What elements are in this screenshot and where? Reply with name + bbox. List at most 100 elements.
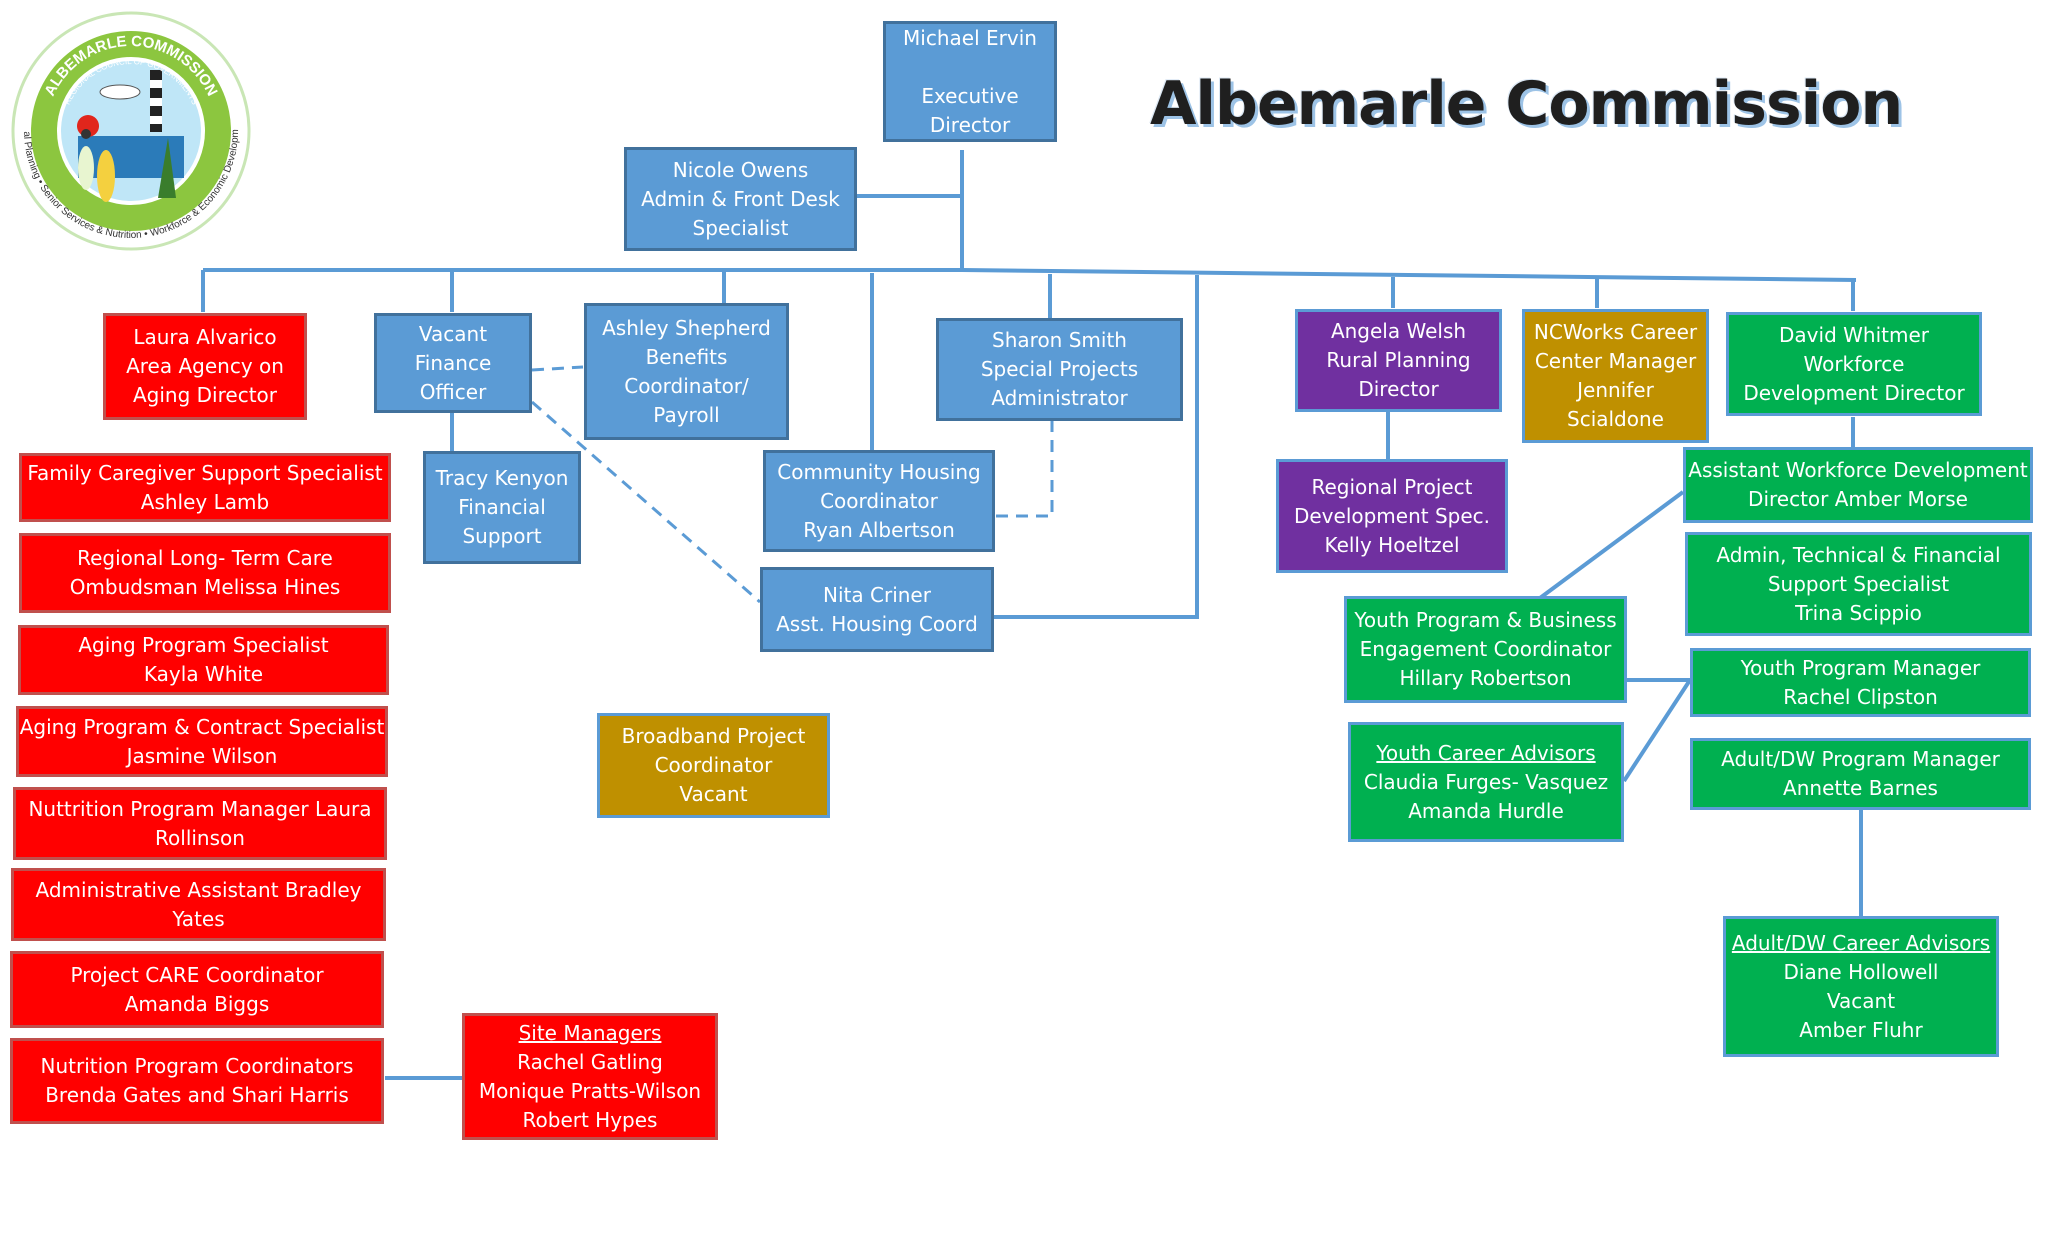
node-text-line: Regional Project (1311, 474, 1473, 499)
node-text-line: Amber Fluhr (1799, 1017, 1923, 1042)
node-text-line: Director (929, 112, 1011, 137)
corn-icon (97, 150, 115, 202)
node-text-line: Kayla White (143, 662, 264, 686)
node-text-line: Nuttrition Program Manager Laura (28, 796, 372, 821)
albemarle-commission-logo: ALBEMARLE COMMISSION REGIONAL COUNCIL OF… (8, 8, 251, 251)
node-text-line: Claudia Furges- Vasquez (1363, 769, 1609, 794)
node-text-line: Robert Hypes (522, 1107, 658, 1132)
node-text-line: Scialdone (1567, 407, 1664, 431)
node-heading: Adult/DW Career Advisors (1731, 930, 1991, 955)
node-text-line: Rural Planning (1326, 348, 1471, 372)
node-text-line: Community Housing (777, 459, 981, 484)
node-text-line: Ashley Shepherd (602, 315, 771, 340)
node-text-line: Admin & Front Desk (641, 186, 840, 211)
node-text-line: Sharon Smith (992, 328, 1127, 352)
node-text-line: Ryan Albertson (803, 517, 955, 542)
node-text-line: Amanda Biggs (124, 991, 270, 1016)
drop-nita (993, 275, 1199, 619)
node-text-line: Yates (172, 906, 225, 931)
finance-ashley-dashed (531, 365, 584, 372)
node-text-line: Ombudsman Melissa Hines (69, 575, 341, 599)
node-text-line: Vacant (418, 321, 488, 346)
node-text-line: Aging Director (132, 383, 277, 407)
dashed-connectors (531, 365, 1054, 604)
page-title: Albemarle Commission (1150, 69, 1903, 139)
node-text-line: Development Spec. (1293, 503, 1491, 528)
node-text-line: Youth Program & Business (1354, 608, 1617, 632)
node-text-line: Michael Ervin (903, 25, 1037, 50)
node-text-line: David Whitmer (1779, 322, 1929, 347)
node-text-line: Workforce (1803, 351, 1905, 376)
sharon-housing-dashed (995, 420, 1054, 518)
node-text-line: Family Caregiver Support Specialist (27, 460, 383, 485)
node-text-line: Executive (921, 83, 1019, 108)
node-text-line: Assistant Workforce Development (1688, 458, 2028, 482)
node-text-line: NCWorks Career (1533, 320, 1698, 344)
node-text-line (967, 53, 973, 82)
finance-nita-dashed (531, 400, 761, 604)
node-text-line: Youth Program Manager (1740, 655, 1981, 680)
node-text-line: Administrator (991, 386, 1128, 410)
boat-icon (99, 84, 141, 100)
node-text-line: Payroll (653, 402, 720, 427)
node-text-line: Adult/DW Program Manager (1721, 747, 2000, 771)
node-text-line: Officer (419, 379, 487, 404)
node-text-line: Trina Scippio (1795, 600, 1922, 625)
youth-manager-advisors-connector (1622, 678, 1692, 783)
grass-icon (158, 138, 176, 198)
node-text-line: Jasmine Wilson (126, 743, 278, 768)
node-text-line: Coordinator (820, 488, 938, 513)
solid-connectors (201, 150, 1863, 1080)
main-bus-connector (203, 268, 1857, 282)
node-text-line: Hillary Robertson (1399, 666, 1572, 690)
node-text-line: Nutrition Program Coordinators (40, 1054, 354, 1078)
node-text-line: Finance (414, 350, 492, 375)
node-text-line: Amanda Hurdle (1408, 798, 1564, 823)
node-text-line: Regional Long- Term Care (77, 546, 333, 570)
node-text-line: Rollinson (155, 825, 245, 850)
assistant-youth-connector (1538, 490, 1685, 600)
node-text-line: Coordinator/ (624, 373, 749, 398)
node-text-line: Support Specialist (1767, 571, 1950, 596)
node-text-line: Area Agency on (126, 354, 284, 378)
node-text-line: Angela Welsh (1330, 319, 1467, 343)
node-text-line: Center Manager (1534, 349, 1697, 373)
node-text-line: Annette Barnes (1783, 776, 1938, 800)
node-text-line: Support (462, 524, 542, 548)
node-text-line: Vacant (679, 782, 748, 806)
node-text-line: Asst. Housing Coord (776, 611, 978, 636)
node-text-line: Specialist (692, 215, 789, 240)
node-text-line: Vacant (1826, 988, 1896, 1013)
node-text-line: Development Director (1743, 380, 1965, 405)
node-text-line: Rachel Clipston (1783, 684, 1938, 709)
node-text-line: Kelly Hoeltzel (1324, 532, 1460, 557)
node-text-line: Coordinator (654, 753, 773, 777)
node-text-line: Engagement Coordinator (1359, 637, 1612, 661)
node-heading: Youth Career Advisors (1376, 740, 1596, 765)
node-text-line: Nita Criner (823, 582, 931, 607)
node-heading: Site Managers (518, 1020, 662, 1045)
